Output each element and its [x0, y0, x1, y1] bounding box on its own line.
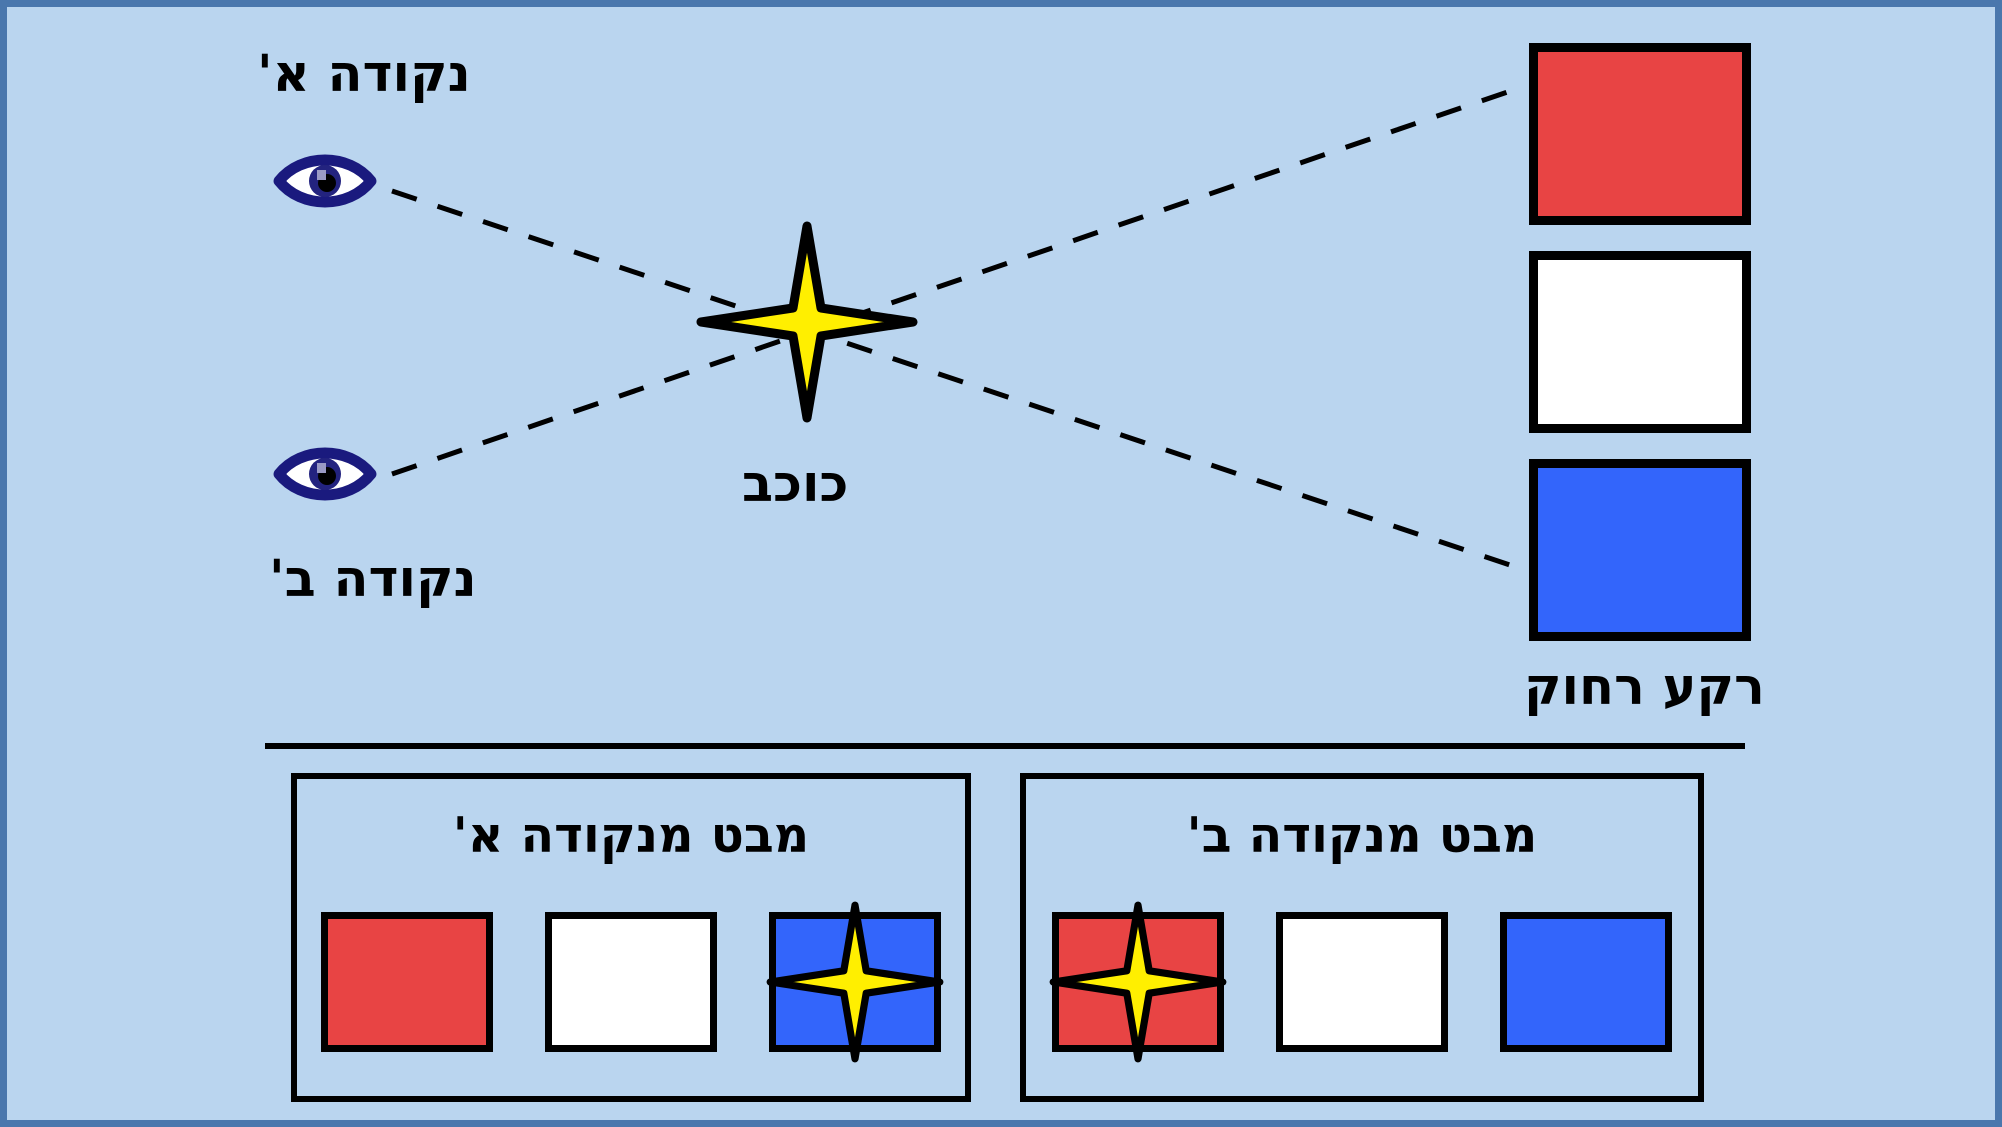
view-b-red-square [1052, 912, 1224, 1052]
label-distant-backdrop: רקע רחוק [1524, 658, 1765, 717]
view-panel-from-point-a: מבט מנקודה א' [291, 773, 971, 1102]
view-panel-a-title: מבט מנקודה א' [452, 807, 810, 864]
sight-line-b-to-red [391, 84, 1523, 477]
view-a-red-cell [321, 912, 493, 1052]
view-panel-b-title: מבט מנקודה ב' [1186, 807, 1538, 864]
label-point-a: נקודה א' [257, 45, 471, 104]
eye-icon-point-a [273, 147, 377, 215]
sight-lines-layer: blue square (bottom-right) --> red squar… [391, 84, 1523, 572]
eye-icon-point-b [273, 440, 377, 508]
view-a-blue-square [769, 912, 941, 1052]
sight-line-a-to-blue [391, 188, 1523, 572]
label-star: כוכב [742, 455, 849, 514]
view-a-white-cell [545, 912, 717, 1052]
view-b-blue-cell [1500, 912, 1672, 1052]
view-b-blue-square [1500, 912, 1672, 1052]
view-panel-a-cells [297, 901, 965, 1063]
blue-backdrop-square [1529, 459, 1751, 641]
view-b-red-cell [1049, 901, 1227, 1063]
red-backdrop-square [1529, 43, 1751, 225]
view-a-blue-cell [766, 901, 944, 1063]
view-panel-from-point-b: מבט מנקודה ב' [1020, 773, 1704, 1102]
section-divider [265, 743, 1745, 749]
view-a-red-square [321, 912, 493, 1052]
view-panel-b-cells [1026, 901, 1698, 1063]
label-point-b: נקודה ב' [269, 550, 477, 609]
white-backdrop-square [1529, 251, 1751, 433]
star-icon-main [696, 221, 918, 423]
view-b-white-square [1276, 912, 1448, 1052]
view-b-white-cell [1276, 912, 1448, 1052]
view-a-white-square [545, 912, 717, 1052]
